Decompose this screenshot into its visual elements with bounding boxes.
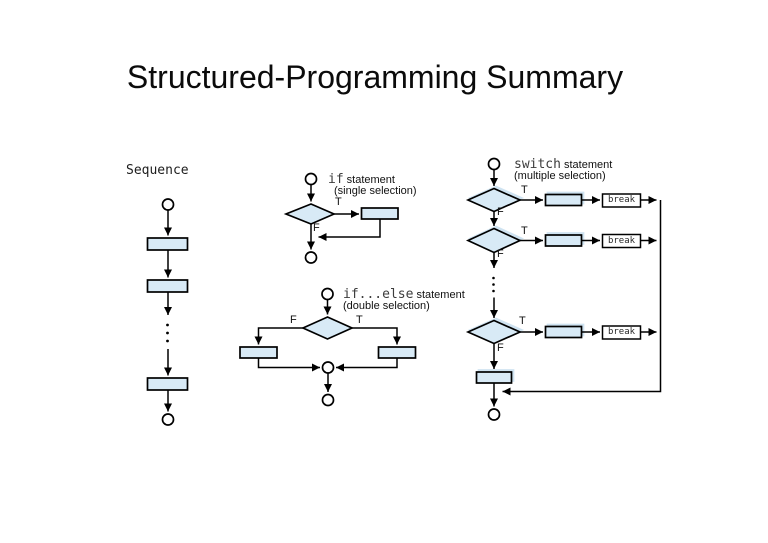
- if-heading-rest: statement: [346, 174, 395, 186]
- switch-flowchart: [465, 157, 662, 421]
- switch-case1-true-label: T: [521, 184, 528, 196]
- if-keyword: if: [328, 172, 344, 187]
- default-process-box: [475, 371, 513, 384]
- break-label: break: [607, 327, 636, 337]
- if-true-label: T: [335, 196, 342, 208]
- process-box: [146, 279, 189, 293]
- vertical-ellipsis: [166, 323, 169, 343]
- decision-diamond: [465, 319, 523, 345]
- switch-heading-rest: statement: [563, 159, 613, 171]
- merge-arrow: [257, 358, 320, 372]
- switch-case1-false-label: F: [497, 206, 504, 218]
- start-terminator: [161, 198, 175, 211]
- false-branch-arrow: [254, 327, 303, 345]
- switch-case3-false-label: F: [497, 342, 504, 354]
- process-box: [360, 207, 399, 220]
- decision-diamond: [300, 316, 355, 340]
- start-terminator: [304, 172, 318, 186]
- process-box: [146, 237, 189, 251]
- break-return-rail: [502, 200, 662, 396]
- vertical-ellipsis: [492, 276, 495, 293]
- decision-diamond: [465, 187, 523, 213]
- process-box: [544, 325, 583, 339]
- merge-arrow: [336, 358, 398, 372]
- return-arrow: [318, 219, 381, 241]
- switch-case2-false-label: F: [497, 248, 504, 260]
- break-label: break: [607, 235, 636, 246]
- process-box: [544, 234, 583, 247]
- end-terminator: [321, 393, 335, 407]
- sequence-flowchart: [146, 198, 189, 426]
- process-box: [146, 377, 189, 391]
- sequence-heading: Sequence: [126, 163, 189, 178]
- if-subheading: (single selection): [334, 185, 417, 197]
- end-terminator: [161, 413, 175, 426]
- process-box: [377, 346, 417, 359]
- break-label: break: [607, 195, 636, 205]
- switch-case2-true-label: T: [521, 225, 528, 237]
- end-terminator: [304, 251, 318, 264]
- if-flowchart: [283, 172, 399, 264]
- start-terminator: [321, 287, 334, 301]
- page-title: Structured-Programming Summary: [126, 59, 624, 95]
- if-else-heading-rest: statement: [416, 289, 465, 301]
- switch-subheading: (multiple selection): [514, 170, 606, 182]
- decision-diamond: [283, 203, 337, 225]
- decision-diamond: [465, 227, 523, 254]
- process-box: [544, 193, 583, 207]
- start-terminator: [487, 157, 501, 171]
- switch-keyword: switch: [514, 157, 561, 172]
- if-else-false-label: F: [290, 314, 297, 326]
- if-else-subheading: (double selection): [343, 300, 430, 312]
- end-terminator: [487, 408, 501, 421]
- true-branch-arrow: [352, 327, 401, 345]
- if-false-label: F: [313, 222, 320, 234]
- switch-case3-true-label: T: [519, 315, 526, 327]
- merge-connector: [321, 361, 335, 374]
- if-else-true-label: T: [356, 314, 363, 326]
- if-else-flowchart: [239, 287, 417, 407]
- if-else-keyword: if...else: [343, 287, 414, 302]
- process-box: [239, 346, 278, 359]
